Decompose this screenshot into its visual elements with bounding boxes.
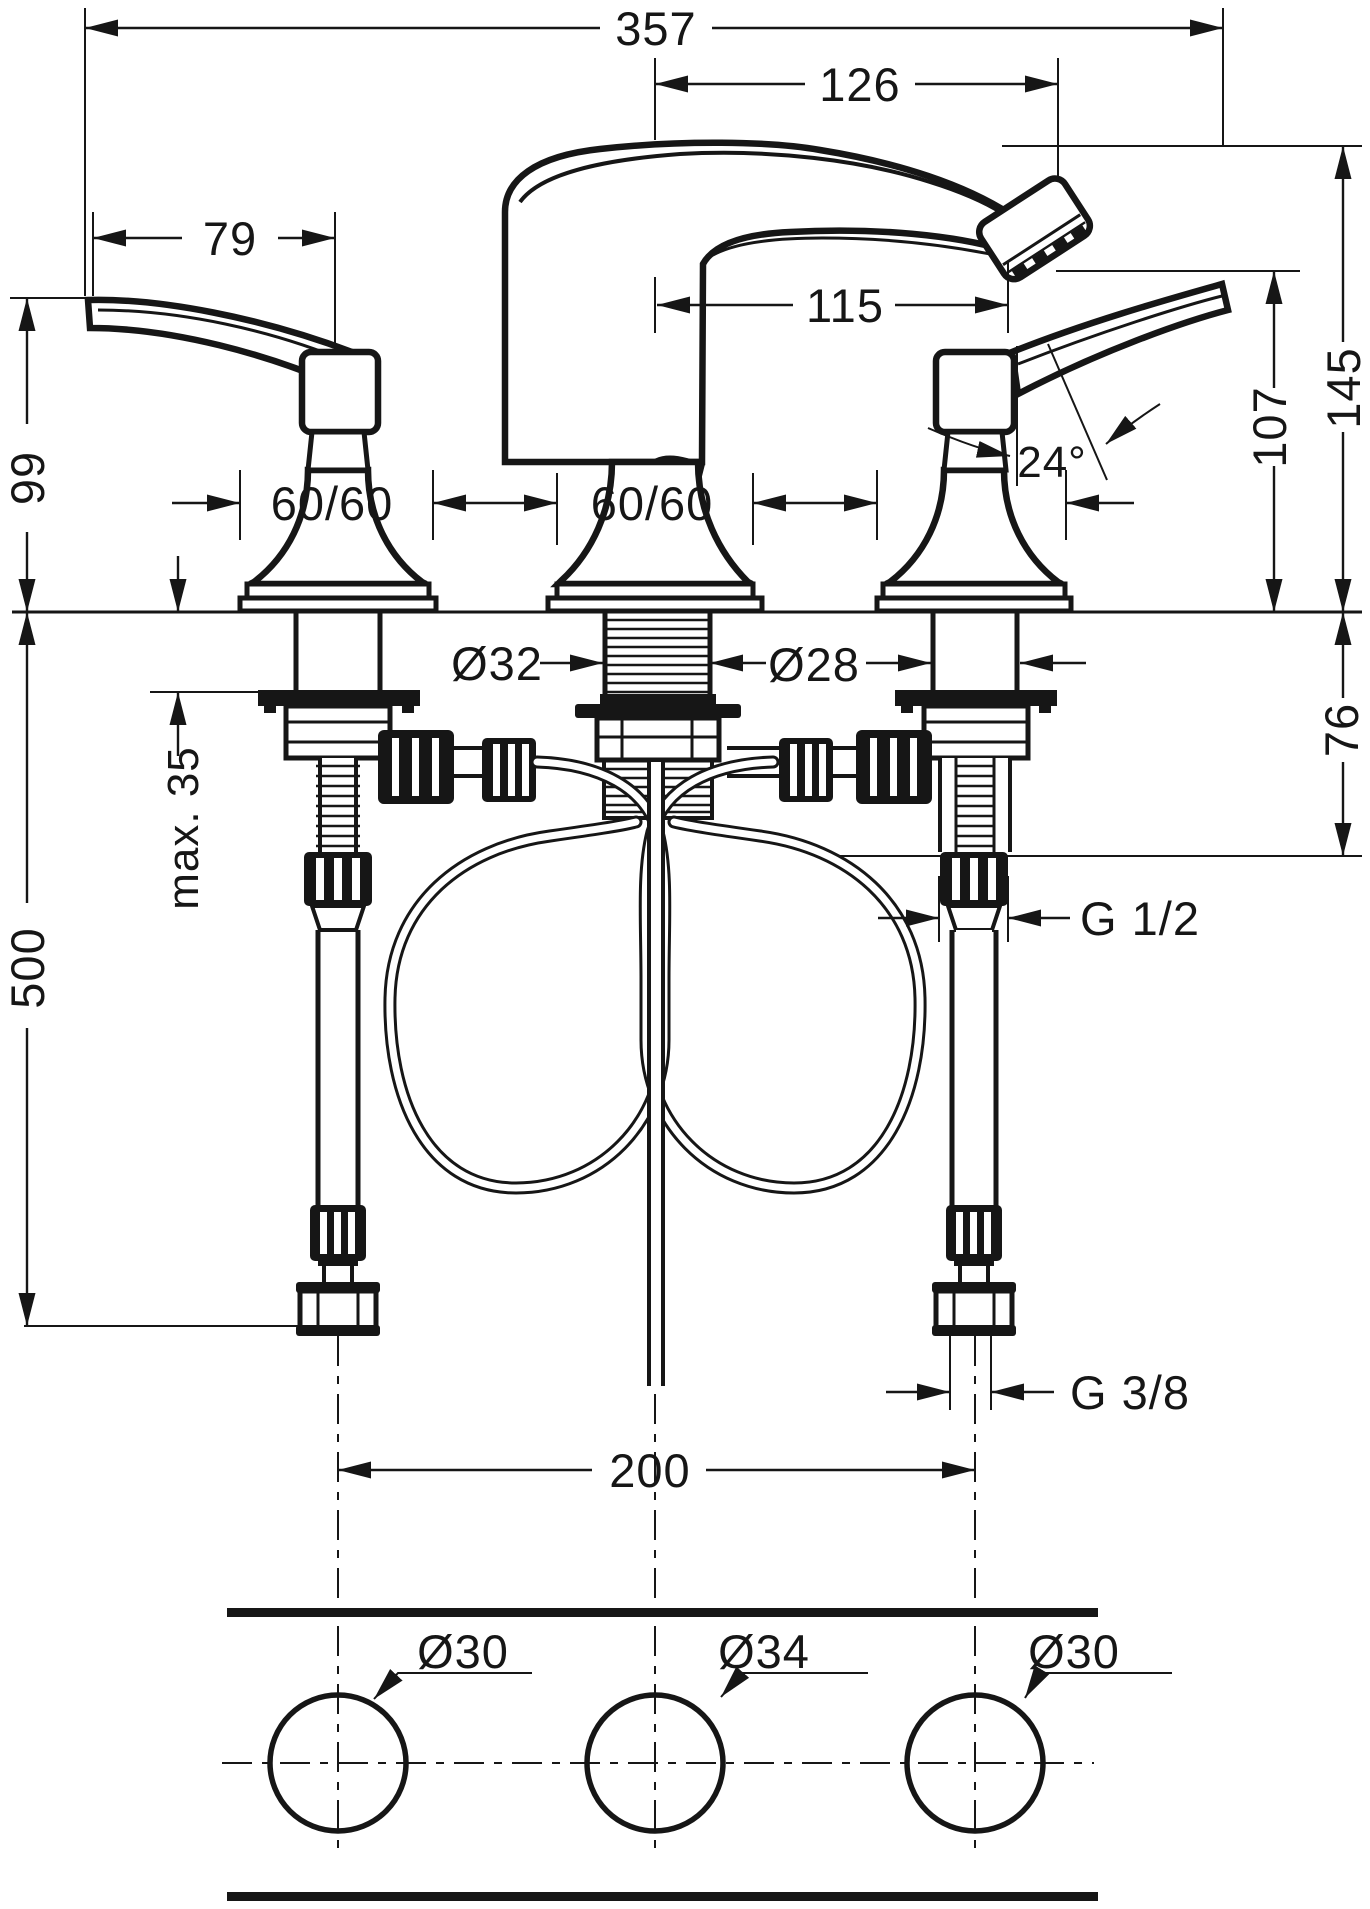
aerator	[975, 175, 1094, 283]
shank-threads	[603, 618, 712, 694]
dim-hole-spacing: 200	[609, 1444, 690, 1497]
left-valve-assembly	[258, 612, 536, 1336]
dim-spout-projection-top: 126	[819, 58, 900, 111]
dimension-lines	[18, 19, 1352, 1700]
dim-handle-length: 79	[203, 212, 257, 265]
dim-hole-dia-right: Ø30	[1028, 1625, 1120, 1678]
plan-view	[222, 1336, 1098, 1901]
center-escutcheon	[545, 458, 765, 614]
dim-escutcheon-left: 60/60	[271, 477, 394, 530]
dim-overall-width: 357	[615, 2, 696, 55]
dim-max-deck-thickness: max. 35	[159, 746, 208, 910]
left-escutcheon	[237, 466, 439, 614]
spout	[501, 139, 1094, 614]
dim-handle-angle: 24°	[1017, 438, 1087, 487]
dim-shank-diameter: Ø32	[451, 637, 543, 690]
dim-outlet-height: 107	[1243, 386, 1296, 467]
dimension-labels: 357 126 79 115 99 500 max. 35 60/60 60/6…	[1, 2, 1370, 1678]
dim-total-height: 145	[1317, 347, 1370, 428]
drain-pull-rod	[647, 762, 665, 1386]
dim-handle-height: 99	[1, 451, 54, 505]
left-stud-threads	[316, 764, 360, 848]
dim-valve-diameter: Ø28	[768, 638, 860, 691]
dim-clearance-below-deck: 76	[1315, 703, 1368, 757]
dim-escutcheon-center: 60/60	[591, 477, 714, 530]
dim-hose-length: 500	[1, 927, 54, 1008]
dim-hole-dia-left: Ø30	[417, 1625, 509, 1678]
dim-hole-dia-center: Ø34	[718, 1625, 810, 1678]
right-stud-threads	[956, 764, 994, 848]
right-valve-assembly	[727, 612, 1057, 1336]
dim-connection-supply: G 3/8	[1070, 1366, 1190, 1419]
dim-connection-mid: G 1/2	[1080, 892, 1200, 945]
dim-spout-reach: 115	[806, 279, 884, 332]
right-escutcheon	[874, 466, 1074, 614]
left-handle	[84, 296, 382, 473]
